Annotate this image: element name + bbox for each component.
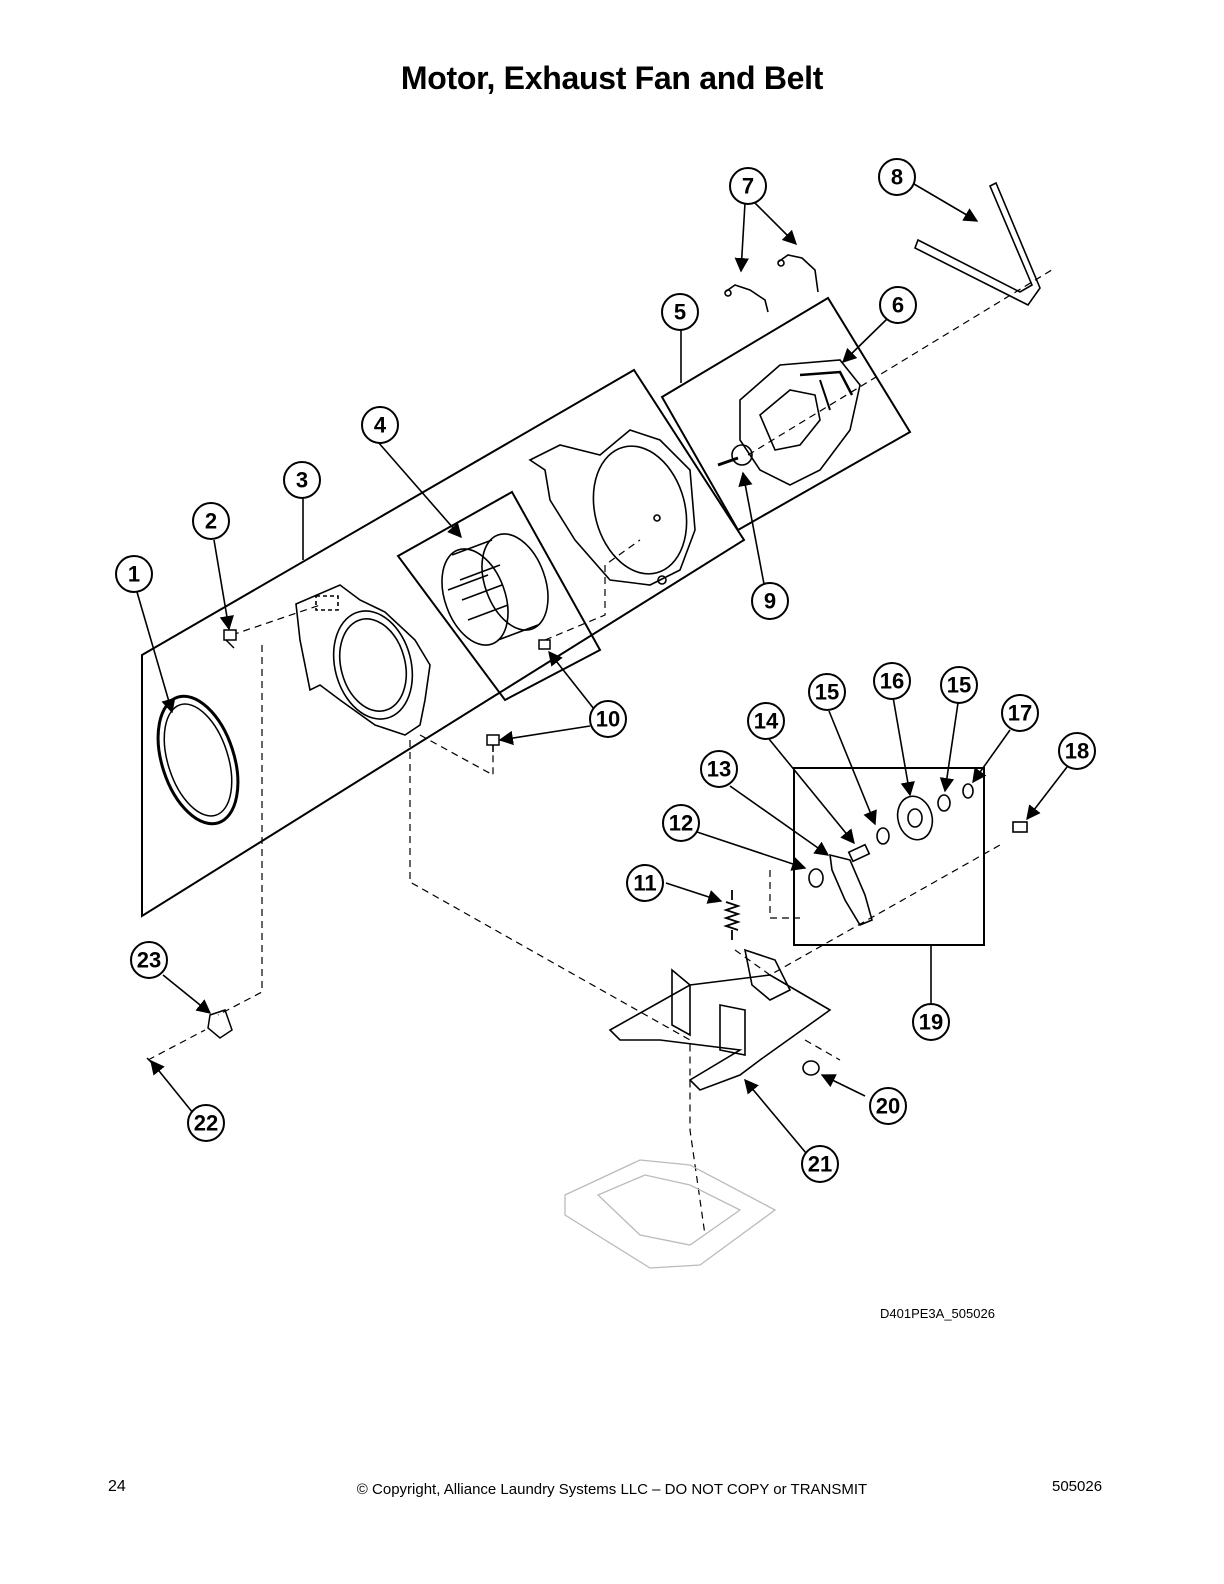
small-fastener-parts	[146, 1009, 233, 1064]
motor-part	[717, 359, 861, 486]
idler-components	[808, 783, 1028, 927]
group-frame-idler-assembly	[793, 767, 985, 946]
callout-label: 8	[891, 165, 903, 190]
callout-14: 14	[747, 702, 785, 740]
callout-15b: 15	[940, 666, 978, 704]
callout-label: 2	[205, 509, 217, 534]
copyright-notice: © Copyright, Alliance Laundry Systems LL…	[356, 1481, 868, 1498]
callout-11: 11	[626, 864, 664, 902]
group-frame-blower-housing	[141, 368, 746, 918]
callout-label: 4	[374, 413, 387, 438]
blower-housing-cover-part	[295, 584, 431, 736]
idler-spring-part	[723, 890, 741, 940]
callout-13: 13	[700, 750, 738, 788]
callout-20: 20	[869, 1087, 907, 1125]
callout-9: 9	[751, 582, 789, 620]
callout-label: 16	[880, 669, 904, 694]
callout-3: 3	[283, 461, 321, 499]
callout-label: 21	[808, 1152, 832, 1177]
callout-label: 14	[754, 709, 779, 734]
document-number: 505026	[1052, 1478, 1103, 1495]
group-frame-fan-housing	[396, 490, 602, 702]
callout-label: 1	[128, 562, 140, 587]
callout-8: 8	[878, 158, 916, 196]
callout-18: 18	[1058, 732, 1096, 770]
callout-label: 23	[137, 948, 161, 973]
callout-4: 4	[361, 406, 399, 444]
callout-label: 13	[707, 757, 731, 782]
callout-label: 17	[1008, 701, 1032, 726]
nut-part-20	[802, 1060, 820, 1076]
callout-5: 5	[661, 293, 699, 331]
callout-6: 6	[879, 286, 917, 324]
callout-22: 22	[187, 1104, 225, 1142]
callout-label: 15	[947, 673, 971, 698]
motor-mount-bracket-part	[608, 948, 832, 1091]
drawing-code: D401PE3A_505026	[880, 1306, 995, 1321]
callout-10: 10	[589, 700, 627, 738]
callout-15a: 15	[808, 673, 846, 711]
seal-ring-part	[156, 694, 240, 826]
screw-part-2	[223, 629, 237, 649]
callout-label: 3	[296, 468, 308, 493]
drive-belt-part	[913, 181, 1041, 307]
leader-lines-plain	[302, 330, 932, 1006]
blower-wheel-part	[441, 533, 549, 646]
callout-12: 12	[662, 804, 700, 842]
callout-1: 1	[115, 555, 153, 593]
callout-16: 16	[873, 662, 911, 700]
callout-17: 17	[1001, 694, 1039, 732]
callout-label: 6	[892, 293, 904, 318]
callout-label: 22	[194, 1111, 218, 1136]
callout-label: 9	[764, 589, 776, 614]
leader-lines	[136, 183, 1068, 1154]
cabinet-base-ghost	[564, 1159, 777, 1269]
callout-2: 2	[192, 502, 230, 540]
callout-label: 15	[815, 680, 839, 705]
motor-bracket-parts	[724, 254, 819, 313]
fan-housing-part	[528, 429, 696, 586]
assembly-dashed-lines	[147, 267, 1056, 1236]
callout-7: 7	[729, 167, 767, 205]
group-frame-motor	[660, 296, 912, 532]
callout-21: 21	[801, 1145, 839, 1183]
callout-label: 10	[596, 707, 620, 732]
callout-label: 19	[919, 1010, 943, 1035]
callout-19: 19	[912, 1003, 950, 1041]
callout-label: 18	[1065, 739, 1089, 764]
page-title: Motor, Exhaust Fan and Belt	[400, 60, 824, 96]
callout-label: 7	[742, 174, 754, 199]
callout-23: 23	[130, 941, 168, 979]
callout-label: 12	[669, 811, 693, 836]
page-number: 24	[108, 1478, 126, 1495]
callout-label: 11	[633, 871, 656, 896]
callout-label: 20	[876, 1094, 900, 1119]
screw-part-10	[486, 639, 551, 752]
callout-label: 5	[674, 300, 686, 325]
